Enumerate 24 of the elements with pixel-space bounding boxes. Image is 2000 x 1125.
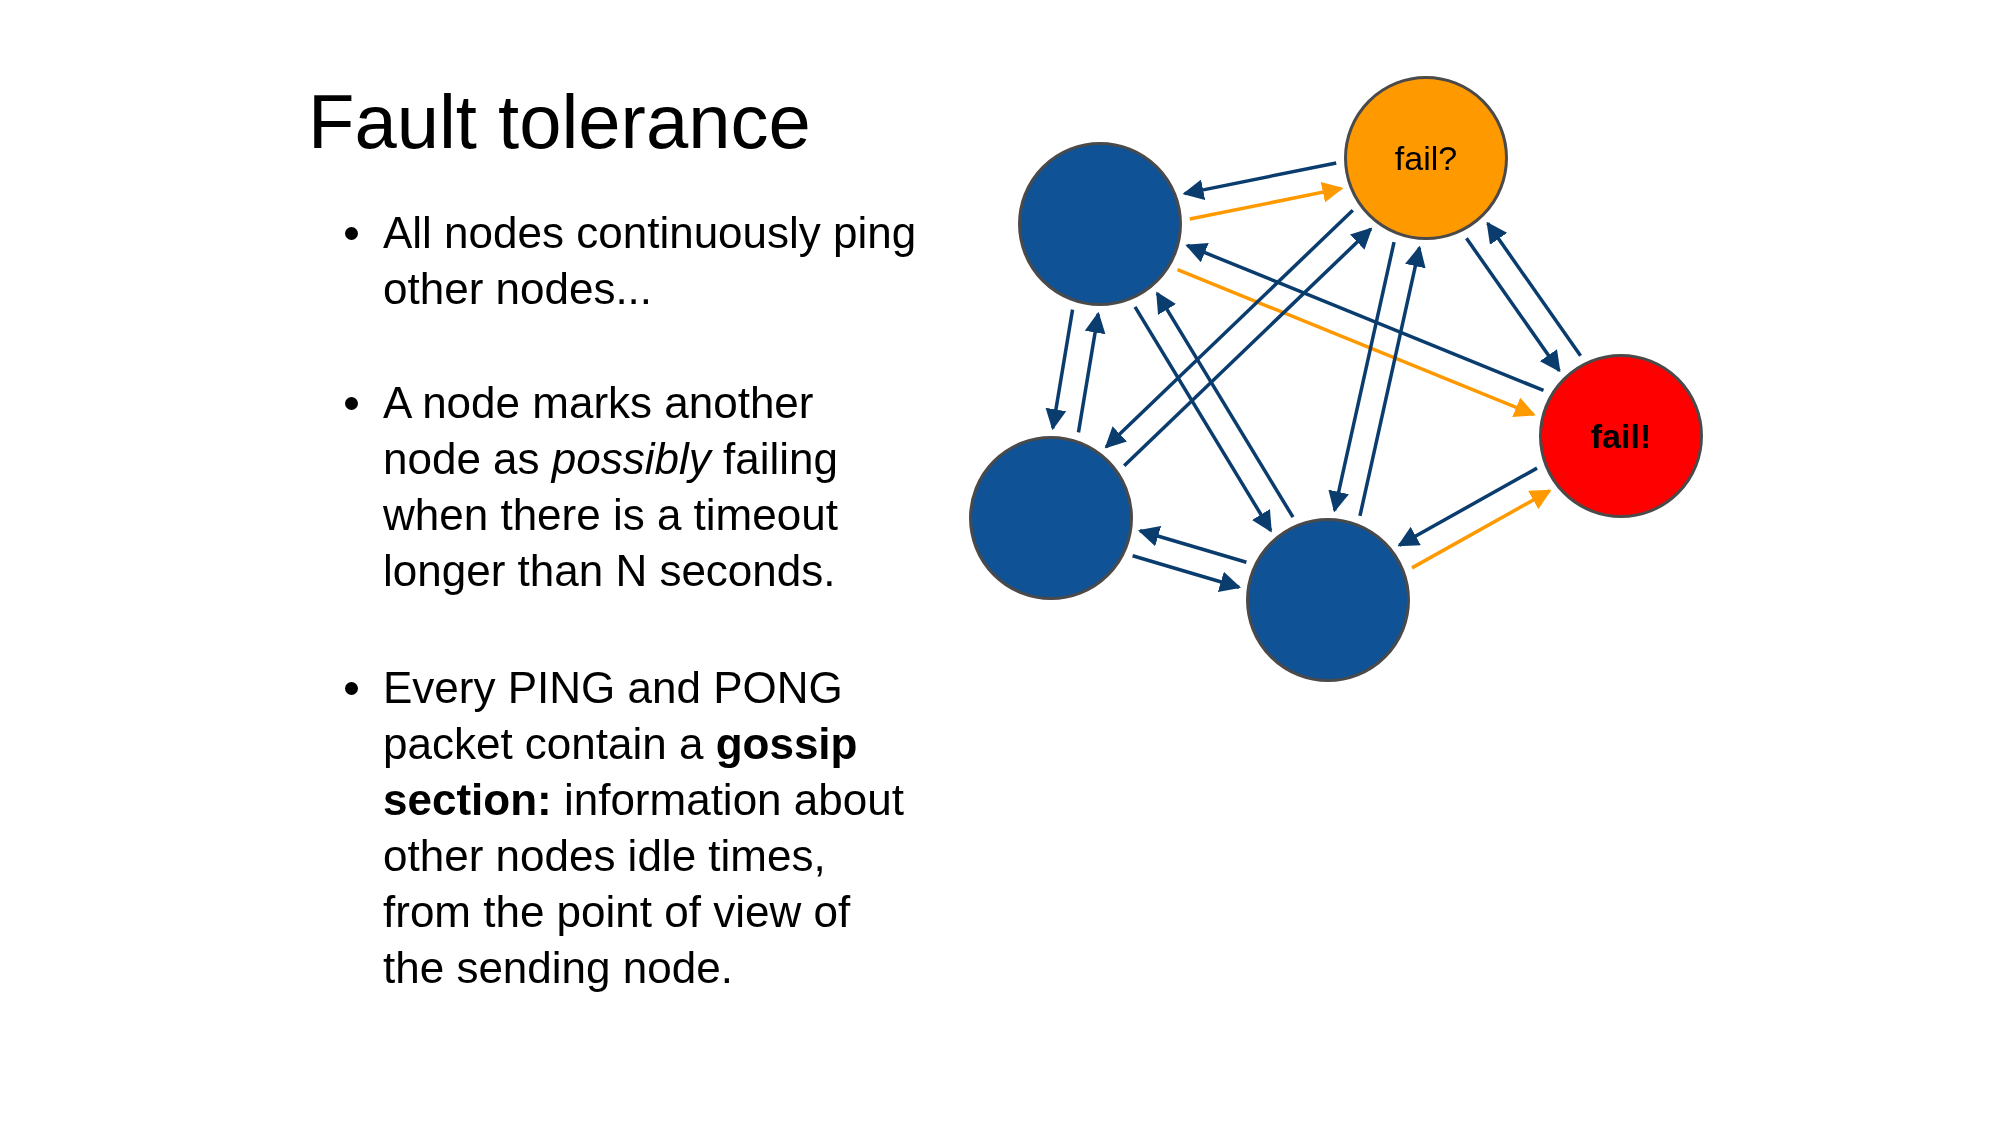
node-label: fail! xyxy=(1590,416,1652,456)
arrow xyxy=(1155,291,1295,519)
arrow xyxy=(1397,466,1538,547)
arrow xyxy=(1328,241,1396,513)
node-label: fail? xyxy=(1394,138,1458,178)
arrow xyxy=(1411,489,1552,570)
arrow xyxy=(1486,221,1582,357)
arrow xyxy=(1189,181,1344,221)
bullet-text: A node marks another node as possibly failing when there is a timeout longer than N seconds. xyxy=(383,377,839,597)
arrow xyxy=(1465,237,1561,373)
bullet-text: All nodes continuously ping other nodes... xyxy=(383,207,918,315)
arrow xyxy=(1132,554,1241,592)
arrow xyxy=(1185,242,1545,393)
arrow xyxy=(1133,305,1273,533)
arrow xyxy=(1122,227,1373,468)
arrow xyxy=(1076,311,1106,433)
arrow xyxy=(1358,245,1426,517)
arrow xyxy=(1138,526,1247,564)
slide-title: Fault tolerance xyxy=(308,78,811,165)
arrow xyxy=(1182,161,1337,201)
bullet-text: Every PING and PONG packet contain a gossip section: information about other nodes idle times, from the point of view of the sending node. xyxy=(383,662,905,994)
arrow xyxy=(1045,309,1075,431)
arrow xyxy=(1104,208,1355,449)
arrow xyxy=(1176,267,1536,418)
